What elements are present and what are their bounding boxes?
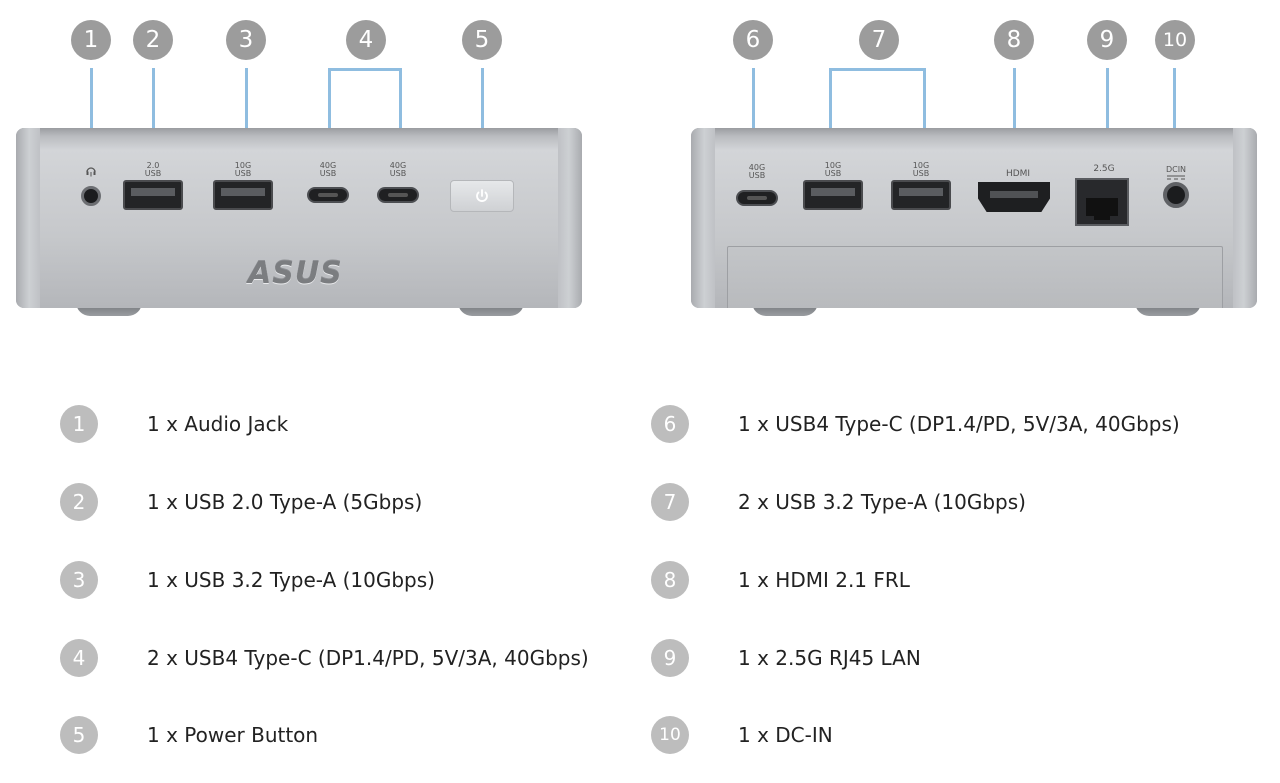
legend-circle-9: 9 [651,639,689,677]
callout-line-7-bar [829,68,926,71]
legend-text-1: 1 x Audio Jack [147,412,289,436]
legend-text-6: 1 x USB4 Type-C (DP1.4/PD, 5V/3A, 40Gbps… [738,412,1180,436]
callout-line-2 [152,68,155,158]
callout-line-6 [752,68,755,158]
callout-line-7-right [923,68,926,158]
legend-circle-2: 2 [60,483,98,521]
legend-text-3: 1 x USB 3.2 Type-A (10Gbps) [147,568,435,592]
callout-5: 5 [462,20,502,60]
legend-circle-8: 8 [651,561,689,599]
legend-circle-6: 6 [651,405,689,443]
usb32-type-a-port [213,180,273,210]
callout-line-4-right [399,68,402,158]
legend-circle-7: 7 [651,483,689,521]
legend-text-10: 1 x DC-IN [738,723,833,747]
callout-8: 8 [994,20,1034,60]
asus-logo: ASUS [248,256,343,291]
dcin-port-label: DCIN [1165,165,1187,174]
callout-line-7-left [829,68,832,158]
legend-circle-5: 5 [60,716,98,754]
usb4-type-c-port-b [377,187,419,203]
hdmi-port [978,182,1050,212]
dc-in-port [1163,182,1189,208]
legend-text-7: 2 x USB 3.2 Type-A (10Gbps) [738,490,1026,514]
callout-2: 2 [133,20,173,60]
legend-circle-3: 3 [60,561,98,599]
legend-text-2: 1 x USB 2.0 Type-A (5Gbps) [147,490,423,514]
usb2-type-a-port [123,180,183,210]
legend-text-4: 2 x USB4 Type-C (DP1.4/PD, 5V/3A, 40Gbps… [147,646,589,670]
lan-port-label: 2.5G [1093,164,1115,174]
legend-text-9: 1 x 2.5G RJ45 LAN [738,646,921,670]
headset-icon [86,167,96,177]
callout-3: 3 [226,20,266,60]
callout-line-4-bar [328,68,402,71]
rear-panel-left-edge [691,128,715,308]
rear-usb32-type-a-port-b [891,180,951,210]
rear-panel-right-edge [1233,128,1257,308]
legend-text-8: 1 x HDMI 2.1 FRL [738,568,910,592]
callout-line-1 [90,68,93,158]
rear-bottom-panel [727,246,1223,308]
rj45-lan-port [1075,178,1129,226]
callout-6: 6 [733,20,773,60]
callout-1: 1 [71,20,111,60]
callout-10: 10 [1155,20,1195,60]
rear-usb4-type-c-port [736,190,778,206]
callout-line-5 [481,68,484,154]
legend-circle-1: 1 [60,405,98,443]
dc-polarity-icon [1167,175,1185,180]
usb4-type-c-port-a [307,187,349,203]
callout-line-4-left [328,68,331,158]
hdmi-port-label: HDMI [1005,169,1031,179]
legend-circle-4: 4 [60,639,98,677]
front-panel-right-edge [558,128,582,308]
callout-4: 4 [346,20,386,60]
rear-usb32-type-a-port-a [803,180,863,210]
legend-text-5: 1 x Power Button [147,723,319,747]
callout-line-10 [1173,68,1176,158]
audio-jack-port [81,186,101,206]
callout-9: 9 [1087,20,1127,60]
callout-line-3 [245,68,248,158]
legend-circle-10: 10 [651,716,689,754]
callout-7: 7 [859,20,899,60]
callout-line-9 [1106,68,1109,158]
power-button[interactable] [450,180,514,212]
callout-line-8 [1013,68,1016,158]
power-icon [476,189,488,202]
front-panel-left-edge [16,128,40,308]
